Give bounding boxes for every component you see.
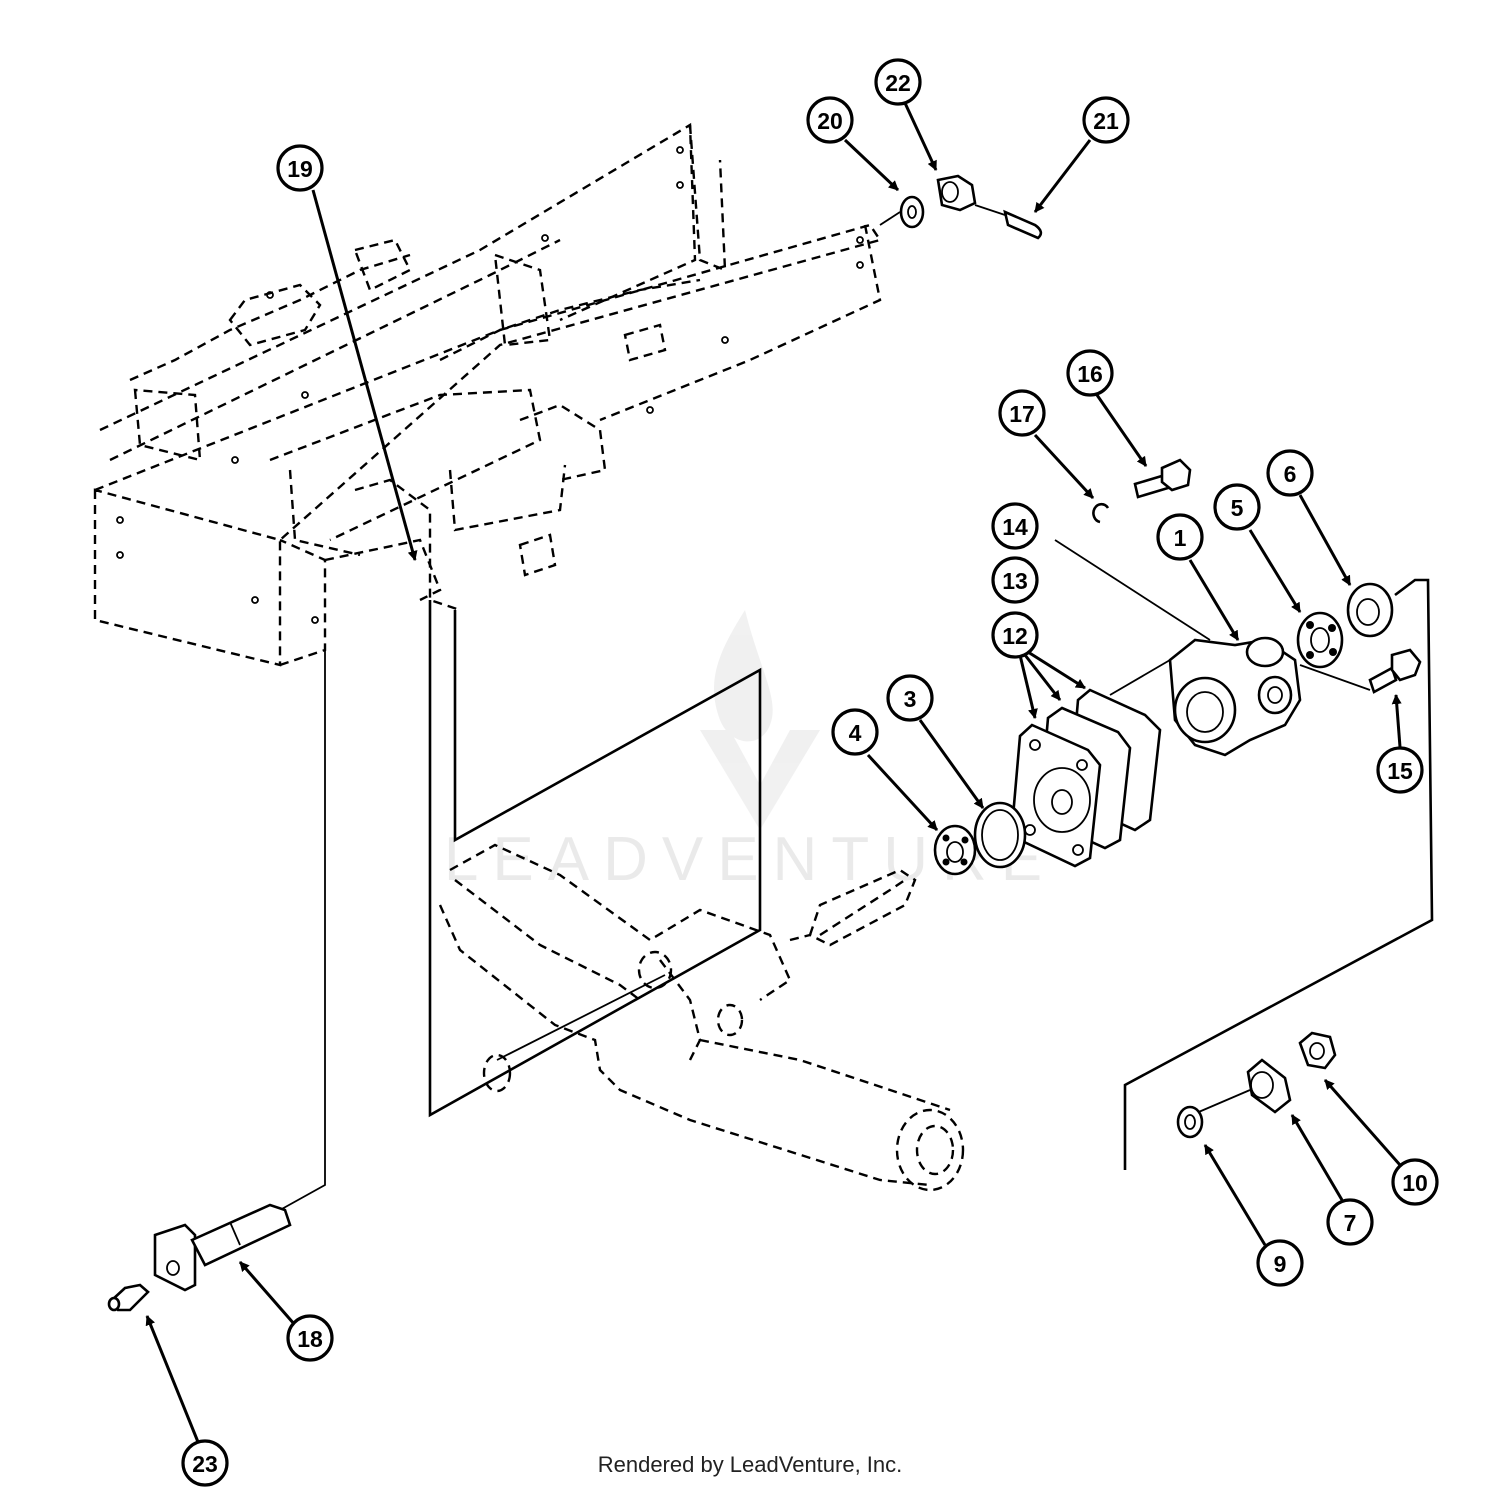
washer-part-20	[899, 195, 925, 229]
bolt-connector	[879, 211, 901, 226]
callout-7[interactable]: 7	[1326, 1198, 1374, 1246]
pin-connector	[974, 204, 1006, 216]
callout-12[interactable]: 12	[991, 611, 1039, 659]
callout-21[interactable]: 21	[1082, 96, 1130, 144]
callout-13-label: 13	[1002, 568, 1028, 594]
callout-15-label: 15	[1387, 758, 1413, 784]
callout-9-label: 9	[1274, 1251, 1287, 1277]
washer-part-9	[1176, 1105, 1204, 1139]
callout-18[interactable]: 18	[286, 1314, 334, 1362]
bolt-part-15	[1368, 648, 1422, 694]
stub-axle-part	[819, 879, 906, 937]
callout-4-label: 4	[849, 720, 862, 746]
frame-assembly	[93, 122, 882, 667]
callout-22[interactable]: 22	[874, 58, 922, 106]
front-axle	[438, 843, 965, 1192]
spindle-connector	[279, 650, 326, 1211]
bearing-part-4	[933, 824, 977, 876]
axle-connector	[496, 974, 666, 1061]
callout-12-label: 12	[1002, 623, 1028, 649]
bearing-housing-part-1	[1168, 636, 1302, 757]
callout-17[interactable]: 17	[998, 389, 1046, 437]
callout-18-label: 18	[297, 1326, 323, 1352]
bolt15-connector	[1299, 664, 1371, 691]
callout-9[interactable]: 9	[1256, 1239, 1304, 1287]
callout-20[interactable]: 20	[806, 96, 854, 144]
callout-3-label: 3	[904, 686, 917, 712]
callout-20-label: 20	[817, 108, 843, 134]
callout-16-label: 16	[1077, 361, 1103, 387]
callout-22-label: 22	[885, 70, 911, 96]
callout-box-right	[1123, 578, 1434, 1170]
callout-14[interactable]: 14	[991, 502, 1039, 550]
callout-14-label: 14	[1002, 514, 1028, 540]
o-ring-part-3	[973, 801, 1027, 869]
callout-17-label: 17	[1009, 401, 1035, 427]
cotter-pin-part-21	[1003, 209, 1043, 240]
retainer-connector	[1054, 539, 1211, 641]
footer-credit: Rendered by LeadVenture, Inc.	[597, 1452, 903, 1477]
seal-part-6	[1346, 582, 1394, 638]
callout-19[interactable]: 19	[276, 144, 324, 192]
bolt-part-16	[1133, 458, 1192, 499]
leader-lines	[145, 102, 1402, 1443]
shim-plates-part-12	[1010, 688, 1162, 868]
callout-21-label: 21	[1093, 108, 1119, 134]
callout-1[interactable]: 1	[1156, 513, 1204, 561]
callout-6[interactable]: 6	[1266, 449, 1314, 497]
callout-6-label: 6	[1284, 461, 1297, 487]
watermark-logo	[700, 610, 820, 830]
callout-23-label: 23	[192, 1451, 218, 1477]
spindle-pin-part-18	[153, 1203, 292, 1292]
grease-fitting-part-23	[107, 1283, 150, 1312]
callout-5-label: 5	[1231, 495, 1244, 521]
callout-16[interactable]: 16	[1066, 349, 1114, 397]
callout-23[interactable]: 23	[181, 1439, 229, 1487]
nut-part-10	[1298, 1031, 1337, 1070]
seal-part-7	[1246, 1058, 1292, 1114]
plates-connector	[1109, 659, 1171, 696]
castle-nut-part-22	[936, 174, 977, 212]
callout-19-label: 19	[287, 156, 313, 182]
callout-5[interactable]: 5	[1213, 483, 1261, 531]
callout-10-label: 10	[1402, 1170, 1428, 1196]
bearing-part-5	[1296, 611, 1344, 669]
callout-10[interactable]: 10	[1391, 1158, 1439, 1206]
callout-box-left	[428, 600, 762, 1118]
callout-15[interactable]: 15	[1376, 746, 1424, 794]
callout-3[interactable]: 3	[886, 674, 934, 722]
callout-13[interactable]: 13	[991, 556, 1039, 604]
callout-4[interactable]: 4	[831, 708, 879, 756]
snap-ring-part-17	[1092, 502, 1110, 524]
callout-7-label: 7	[1344, 1210, 1357, 1236]
callout-1-label: 1	[1174, 525, 1187, 551]
